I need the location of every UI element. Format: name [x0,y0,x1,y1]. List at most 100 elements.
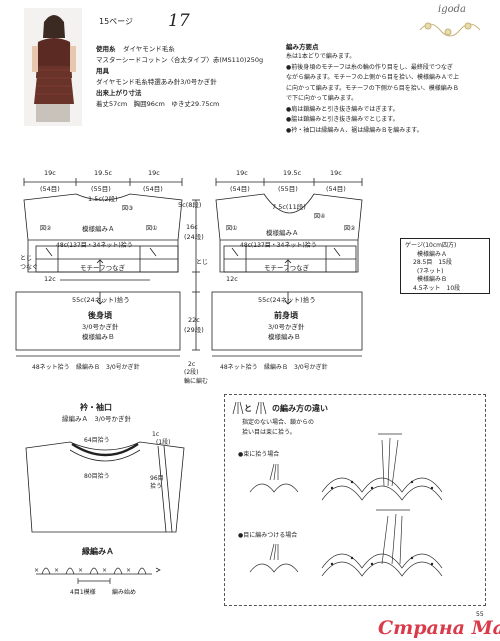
gauge-box: ゲージ(10cm四方) 模様編みＡ 28.5目 15段 (7ネット) 模様編みＢ… [400,238,490,294]
front-body-title: 前身頃 [274,311,298,320]
back-hem-rows: (2段) [184,369,199,376]
difference-note-2: 拾い目は束に拾う。 [242,429,296,436]
gauge-line: 4.5ネット 10段 [413,284,461,292]
method-line: ●肩は鎖編みと引き抜き編みではぎます。 [286,105,399,113]
method-line: ながら編みます。モチーフの上側から目を拾い、模様編みＡで上 [286,74,460,81]
back-pickup-upper: 48c(137目・34ネット)拾う [56,242,133,249]
crochet-symbol-icon [232,401,267,415]
back-yoke-rows: (24段) [184,233,204,241]
neck-sleeve-edge-label: 縁編みＡ 3/0号かぎ針 [62,415,131,423]
watermark: Страна Мам [378,617,500,639]
back-side-label-2: つなぐ [20,264,39,271]
back-upper-pattern: 模様編みＡ [82,225,115,233]
method-line: 糸は1本どりで編みます。 [286,53,356,60]
back-lower-pattern: 模様編みＢ [82,333,115,341]
brand-logo: igoda [438,4,466,15]
difference-box [224,394,486,606]
svg-text:×: × [78,567,83,574]
front-top-cm-1: 19c [236,169,248,177]
front-hem-pickup: 48ネット拾う [220,364,258,371]
tools-detail: ダイヤモンド毛糸特選あみ針3/0号かぎ針 [96,78,217,86]
back-hook: 3/0号かぎ針 [82,323,119,331]
front-width-55: 55c(24ネット)拾う [258,296,316,304]
front-side-label: とじ [196,259,209,266]
front-hook: 3/0号かぎ針 [268,323,305,331]
page-label: 15ページ [99,17,134,26]
back-width-55: 55c(24ネット)拾う [72,296,130,304]
neck-sleeve-diagram [25,441,185,533]
side-pick-label-2: 拾う [150,483,163,490]
front-lower-pattern: 模様編みＢ [268,333,301,341]
difference-title-post: の編み方の違い [272,404,328,413]
yarn-title: 使用糸 [96,45,116,53]
front-top-st-2: (55目) [278,185,298,193]
back-motif-label: モチーフつなぎ [80,264,126,272]
front-right-shape: 図② [344,225,356,232]
size-title: 出来上がり寸法 [96,89,142,97]
size-detail: 着丈57cm 胸囲96cm ゆき丈29.75cm [96,100,220,108]
back-neck-shape: 図③ [122,205,134,212]
method-line: ●脇は鎖編みと引き抜き編みでとじます。 [286,116,399,123]
back-hem-pickup: 48ネット拾う [32,364,70,371]
method-line: に向かって編みます。モチーフの下側から目を拾い、模様編みＢ [286,84,459,92]
edge-a-chart: × × × × × [34,567,161,584]
svg-text:×: × [102,567,107,574]
back-yoke-height: 16c [186,223,198,231]
method-line: ●前後身頃のモチーフは糸の輪の作り目をし、最終段でつなぎ [286,63,453,71]
crochet-detail-illustration [249,433,443,577]
back-lower-rows: (29段) [184,326,204,334]
back-body-title: 後身頃 [88,311,112,320]
back-lower-height: 22c [188,316,200,324]
front-pickup-upper: 48c(137目・34ネット)拾う [240,242,317,249]
back-top-cm-3: 19c [148,169,160,177]
edge-a-title: 縁編みＡ [82,547,114,556]
side-pick-label: 96目 [150,475,164,482]
front-neck-shape: 図④ [314,213,326,220]
front-top-cm-2: 19.5c [283,169,302,177]
difference-title-pre: と [244,404,252,413]
yarn-detail: マスターシードコットン〈合太タイプ〉赤(MS110)250g [96,56,264,64]
sleeve-pick-label: 80目拾う [84,473,110,480]
back-top-st-3: (54目) [143,185,163,193]
gauge-line: (7ネット) [417,267,444,275]
svg-text:×: × [126,567,131,574]
back-body-diagram [15,178,200,357]
difference-note-1: 指定のない場合、鎖からの [242,419,315,426]
floral-ornament-icon [419,22,481,37]
back-hem-edge: 縁編みＢ 3/0号かぎ針 [76,364,140,371]
difference-case-2: ●目に編みつける場合 [238,532,298,539]
method-block: 編み方要点 糸は1本どりで編みます。 ●前後身頃のモチーフは糸の輪の作り目をし、… [286,42,494,136]
gauge-line: 28.5目 15段 [413,259,452,267]
page-number: 55 [476,611,484,618]
method-line: ●衿・袖口は縁編みＡ、裾は縁編みＢを編みます。 [286,126,423,134]
gauge-line: 模様編みＢ [417,276,448,284]
back-top-cm-2: 19.5c [94,169,113,177]
neck-rows-count: (1段) [156,439,171,446]
back-left-shape: 図② [40,225,52,232]
back-hem-arrow: 輪に編む [184,378,209,385]
front-left-shape: 図① [226,225,238,232]
front-hem-edge: 縁編みＢ 3/0号かぎ針 [264,364,328,371]
back-side-label: とじ [20,255,33,262]
back-neck-drop: 1.5c(2段) [88,195,118,203]
model-photo [24,8,82,126]
front-top-st-1: (54目) [230,185,250,193]
svg-text:×: × [34,567,39,574]
neck-pick-label: 64目拾う [84,437,110,444]
neck-rows-cm: 1c [152,431,160,438]
svg-text:×: × [54,567,59,574]
back-hem-height: 2c [188,361,196,368]
tools-title: 用具 [96,67,109,75]
method-title: 編み方要点 [286,43,319,51]
back-right-shape: 図① [146,225,158,232]
pattern-number: 17 [168,11,190,31]
edge-a-repeat: 4目1模様 [70,589,96,596]
front-body-diagram [211,178,363,357]
gauge-title: ゲージ(10cm四方) [405,242,457,249]
front-top-cm-3: 19c [330,169,342,177]
difference-case-1: ●束に拾う場合 [238,451,280,458]
front-top-st-3: (54目) [326,185,346,193]
front-motif-height: 12c [226,275,238,283]
yarn-brand: ダイヤモンド毛糸 [123,45,175,53]
back-top-st-2: (55目) [91,185,111,193]
